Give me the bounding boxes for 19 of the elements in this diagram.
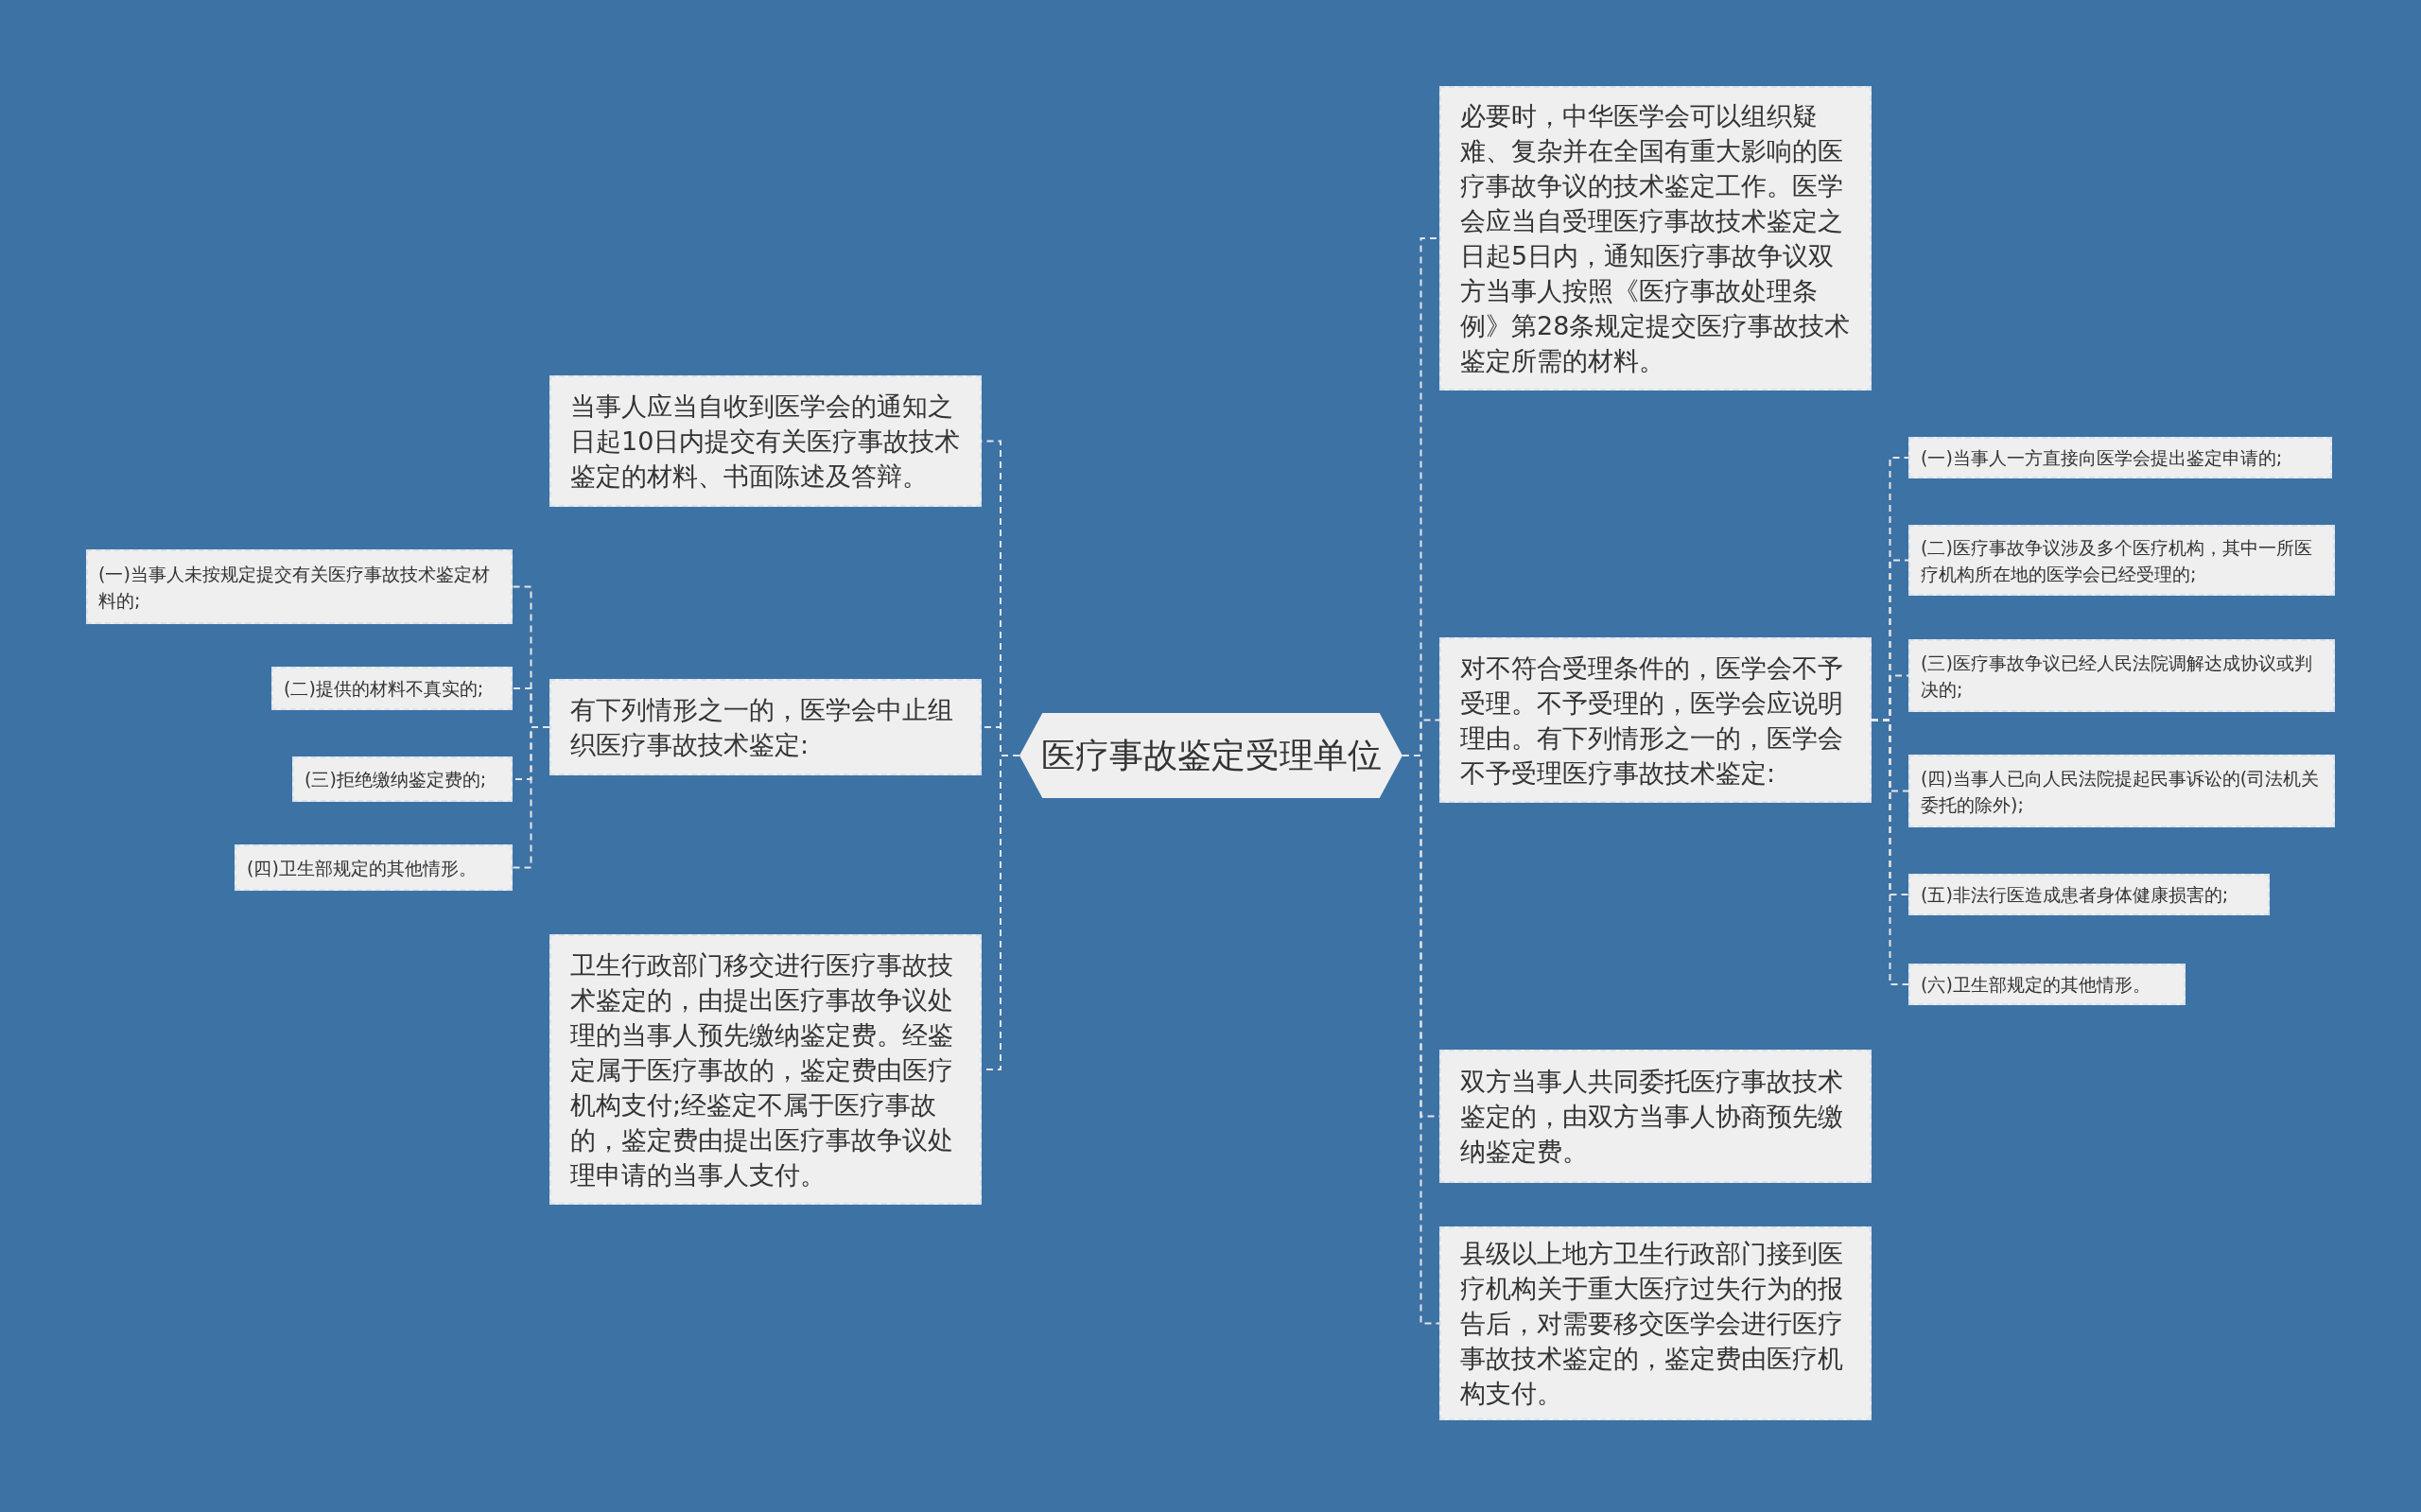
- text-box: 对不符合受理条件的，医学会不予受理。不予受理的，医学会应说明理由。有下列情形之一的，医学会不予受理医疗事故技术鉴定:: [1439, 637, 1872, 803]
- text-box: (一)当事人未按规定提交有关医疗事故技术鉴定材料的;: [86, 549, 513, 624]
- text-box: (四)当事人已向人民法院提起民事诉讼的(司法机关委托的除外);: [1908, 755, 2335, 827]
- text-box: 有下列情形之一的，医学会中止组织医疗事故技术鉴定:: [549, 679, 982, 775]
- text-box: 卫生行政部门移交进行医疗事故技术鉴定的，由提出医疗事故争议处理的当事人预先缴纳鉴定费。经鉴定属于医疗事故的，鉴定费由医疗机构支付;经鉴定不属于医疗事故的，鉴定费由提出医疗事故争议处理申请的当事人支付。: [549, 934, 982, 1205]
- connector-line: [1871, 719, 1909, 985]
- text-box: 双方当事人共同委托医疗事故技术鉴定的，由双方当事人协商预先缴纳鉴定费。: [1439, 1050, 1872, 1183]
- text-box: (五)非法行医造成患者身体健康损害的;: [1908, 874, 2270, 915]
- text-box: (一)当事人一方直接向医学会提出鉴定申请的;: [1908, 437, 2332, 478]
- connector-line: [512, 726, 550, 869]
- text-box: (二)医疗事故争议涉及多个医疗机构，其中一所医疗机构所在地的医学会已经受理的;: [1908, 525, 2335, 596]
- text-box: (四)卫生部规定的其他情形。: [235, 844, 513, 891]
- text-box: (六)卫生部规定的其他情形。: [1908, 964, 2186, 1005]
- text-box: 县级以上地方卫生行政部门接到医疗机构关于重大医疗过失行为的报告后，对需要移交医学会进行医疗事故技术鉴定的，鉴定费由医疗机构支付。: [1439, 1226, 1872, 1420]
- text-box: (二)提供的材料不真实的;: [271, 667, 513, 710]
- text-box: (三)医疗事故争议已经人民法院调解达成协议或判决的;: [1908, 639, 2335, 712]
- text-box: (三)拒绝缴纳鉴定费的;: [292, 756, 513, 802]
- text-box: 必要时，中华医学会可以组织疑难、复杂并在全国有重大影响的医疗事故争议的技术鉴定工作。医学会应当自受理医疗事故技术鉴定之日起5日内，通知医疗事故争议双方当事人按照《医疗事故处理条例》第28条规定提交医疗事故技术鉴定所需的材料。: [1439, 86, 1872, 391]
- text-box: 当事人应当自收到医学会的通知之日起10日内提交有关医疗事故技术鉴定的材料、书面陈述及答辩。: [549, 375, 982, 507]
